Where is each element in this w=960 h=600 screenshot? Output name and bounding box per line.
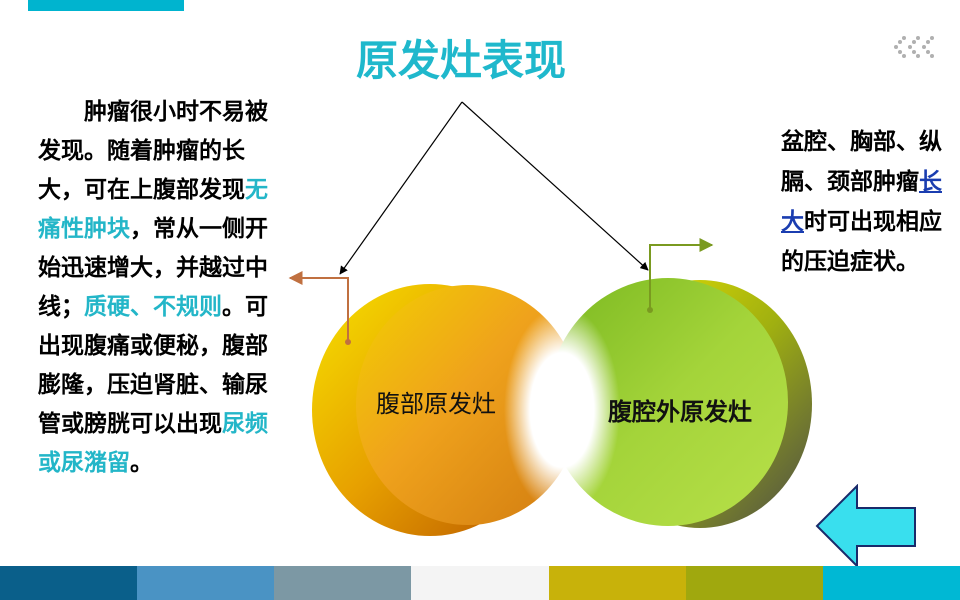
right-description: 盆腔、胸部、纵膈、颈部肿瘤长大时可出现相应的压迫症状。 [781, 122, 951, 282]
left-connector-dot [345, 339, 351, 345]
top-accent-bar [28, 0, 184, 11]
right-connector [649, 238, 714, 310]
left-connector [288, 271, 349, 342]
bottom-bar-segment [685, 566, 823, 600]
bottom-bar-segment [548, 566, 686, 600]
bottom-bar-segment [411, 566, 549, 600]
title-arrow-left [339, 101, 463, 275]
left-highlight-3: 尿频或尿潴留 [38, 410, 268, 476]
right-connector-dot [647, 307, 653, 313]
left-description: 肿瘤很小时不易被发现。随着肿瘤的长大，可在上腹部发现无痛性肿块，常从一侧开始迅速… [38, 92, 288, 482]
chevron-dots-icon [894, 36, 934, 58]
bottom-bar-segment [0, 566, 138, 600]
left-text-part-1: 肿瘤很小时不易被发现。随着肿瘤的长大，可在上腹部发现 [38, 98, 268, 203]
right-circle-label: 腹腔外原发灶 [608, 398, 752, 426]
right-link[interactable]: 长大 [781, 168, 942, 235]
overlap-highlight [504, 306, 620, 514]
left-highlight-1: 无痛性肿块 [38, 176, 268, 242]
bottom-bar-segment [822, 566, 960, 600]
left-text-part-2: ，常从一侧开始迅速增大，并越过中线； [38, 215, 268, 320]
title-arrow-right [461, 101, 649, 271]
bottom-bar-segment [137, 566, 275, 600]
right-text-part-1: 盆腔、胸部、纵膈、颈部肿瘤 [781, 128, 942, 195]
left-text-part-3: 。可出现腹痛或便秘，腹部膨隆，压迫肾脏、输尿管或膀胱可以出现 [38, 293, 268, 437]
left-circle-label: 腹部原发灶 [376, 390, 496, 418]
bottom-color-bar [0, 566, 960, 600]
left-text-part-4: 。 [130, 449, 153, 476]
left-highlight-2: 质硬、不规则 [84, 293, 222, 320]
bottom-bar-segment [274, 566, 412, 600]
page-title: 原发灶表现 [356, 36, 567, 85]
right-text-part-2: 时可出现相应的压迫症状。 [781, 208, 942, 275]
left-arrow-icon[interactable] [815, 484, 919, 568]
